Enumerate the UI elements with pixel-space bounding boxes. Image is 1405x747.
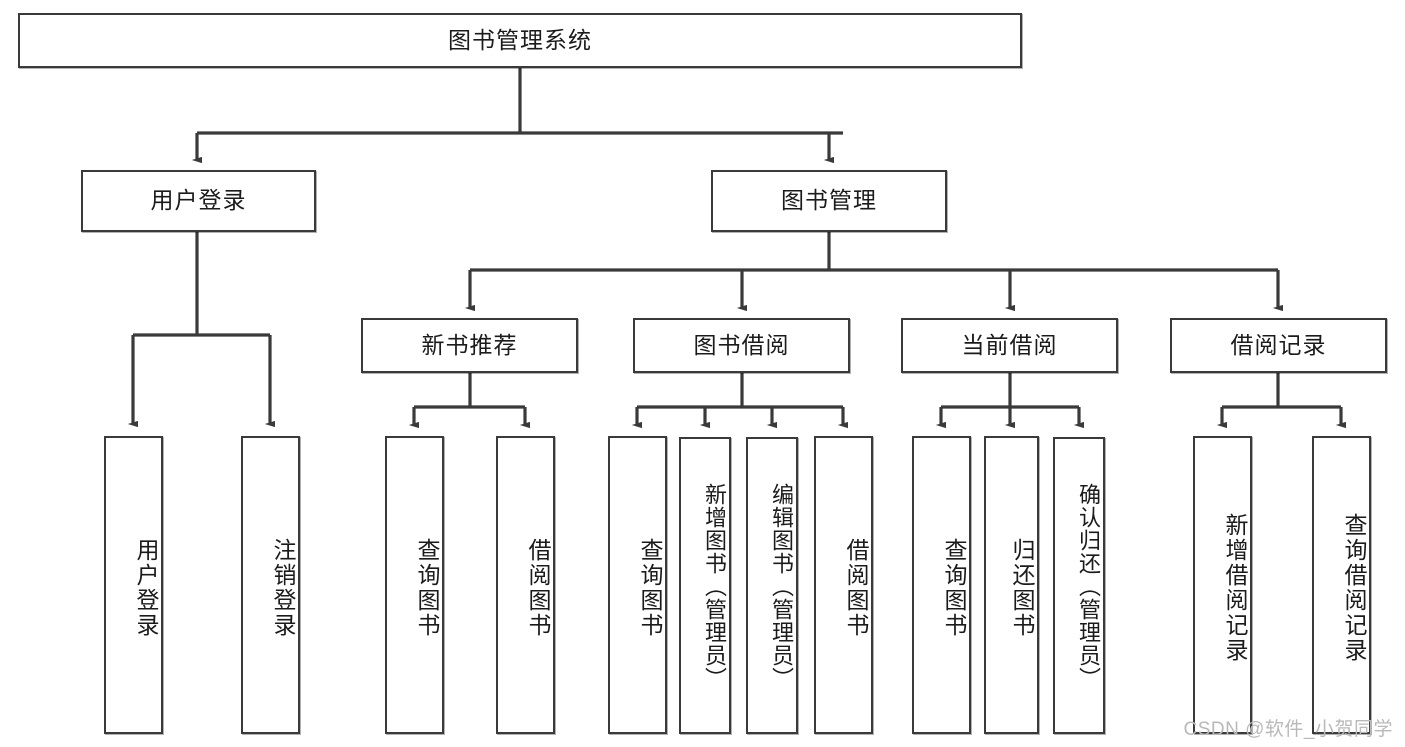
node-label: 归还图书 <box>1009 538 1035 638</box>
node-label: 用户登录 <box>150 187 247 214</box>
node-label: 查询图书 <box>941 538 967 638</box>
node-label: 图书借阅 <box>693 331 790 358</box>
node-label: 图书管理系统 <box>448 26 592 53</box>
node-label: 新增借阅记录 <box>1222 513 1248 663</box>
node-label: 查询图书 <box>637 538 663 638</box>
node-label: 编辑图书（管理员） <box>769 483 794 690</box>
node-new-book-recommend[interactable]: 新书推荐 <box>361 318 578 373</box>
node-label: 图书管理 <box>781 187 877 214</box>
leaf-borrow-book-recommend[interactable]: 借阅图书 <box>496 436 555 734</box>
node-book-management[interactable]: 图书管理 <box>711 170 947 232</box>
node-label: 确认归还（管理员） <box>1076 483 1101 690</box>
leaf-confirm-return-admin[interactable]: 确认归还（管理员） <box>1053 437 1105 734</box>
node-label: 查询借阅记录 <box>1341 513 1367 663</box>
leaf-logout[interactable]: 注销登录 <box>241 436 300 734</box>
node-user-login[interactable]: 用户登录 <box>81 170 316 232</box>
leaf-add-borrow-record[interactable]: 新增借阅记录 <box>1193 436 1252 734</box>
leaf-add-book-admin[interactable]: 新增图书（管理员） <box>679 437 731 734</box>
node-label: 新书推荐 <box>421 331 518 358</box>
node-label: 借阅图书 <box>525 538 551 638</box>
node-label: 注销登录 <box>270 538 296 638</box>
node-label: 查询图书 <box>414 538 440 638</box>
node-root[interactable]: 图书管理系统 <box>18 13 1022 68</box>
leaf-query-book-current[interactable]: 查询图书 <box>912 436 971 734</box>
node-label: 借阅记录 <box>1230 331 1327 358</box>
leaf-query-book-borrow[interactable]: 查询图书 <box>608 436 667 734</box>
leaf-query-book-recommend[interactable]: 查询图书 <box>385 436 444 734</box>
leaf-edit-book-admin[interactable]: 编辑图书（管理员） <box>746 437 798 734</box>
leaf-return-book[interactable]: 归还图书 <box>984 436 1039 734</box>
leaf-query-borrow-record[interactable]: 查询借阅记录 <box>1312 436 1371 734</box>
node-current-borrow[interactable]: 当前借阅 <box>901 318 1118 373</box>
node-label: 新增图书（管理员） <box>702 483 727 690</box>
node-label: 当前借阅 <box>961 331 1058 358</box>
leaf-borrow-book[interactable]: 借阅图书 <box>814 436 873 734</box>
leaf-user-login[interactable]: 用户登录 <box>104 436 163 734</box>
node-label: 借阅图书 <box>843 538 869 638</box>
node-book-borrow[interactable]: 图书借阅 <box>633 318 850 373</box>
node-borrow-record[interactable]: 借阅记录 <box>1170 318 1387 373</box>
node-label: 用户登录 <box>133 538 159 638</box>
